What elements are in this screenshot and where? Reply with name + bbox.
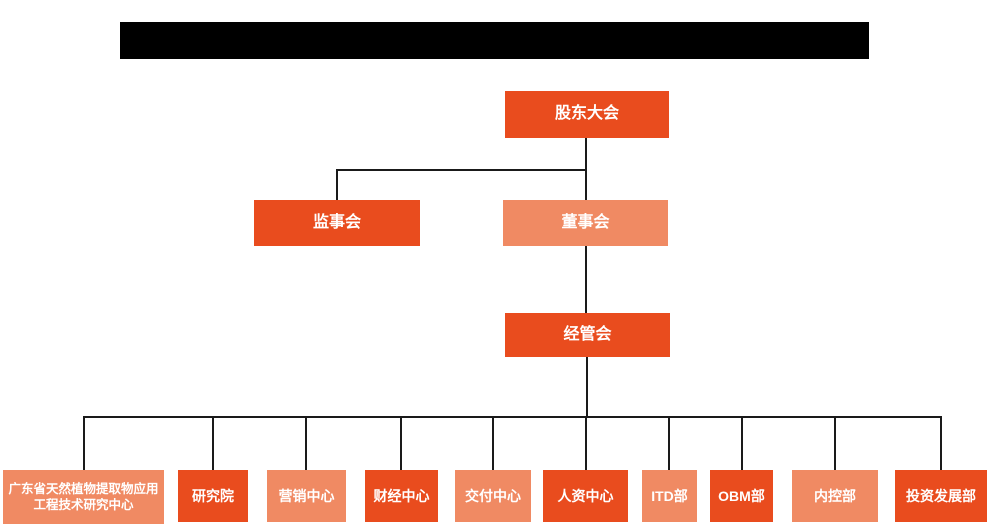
connector-dept-drop-7 bbox=[668, 416, 670, 470]
node-board-of-directors: 董事会 bbox=[503, 200, 668, 246]
connector-dept-drop-2 bbox=[212, 416, 214, 470]
connector-dept-drop-8 bbox=[741, 416, 743, 470]
node-label: 投资发展部 bbox=[906, 487, 976, 504]
node-supervisory-board: 监事会 bbox=[254, 200, 420, 246]
connector-dept-drop-10 bbox=[940, 416, 942, 470]
node-dept-obm: OBM部 bbox=[710, 470, 773, 522]
connector-board-drop bbox=[585, 169, 587, 200]
node-label: 股东大会 bbox=[554, 105, 619, 123]
node-dept-internal-control: 内控部 bbox=[792, 470, 878, 522]
node-label: ITD部 bbox=[651, 487, 688, 504]
node-label: 研究院 bbox=[192, 487, 234, 504]
node-dept-research-institute: 研究院 bbox=[178, 470, 248, 522]
connector-supervisory-drop bbox=[336, 169, 338, 200]
node-label: 经管会 bbox=[563, 325, 612, 343]
node-label: 监事会 bbox=[312, 213, 361, 231]
node-dept-guangdong-research-center: 广东省天然植物提取物应用工程技术研究中心 bbox=[3, 470, 164, 524]
node-label: 董事会 bbox=[561, 213, 610, 231]
connector-root-down bbox=[585, 138, 587, 171]
node-label: 交付中心 bbox=[465, 487, 521, 504]
connector-level2-horizontal bbox=[336, 169, 587, 171]
connector-dept-drop-9 bbox=[834, 416, 836, 470]
node-dept-finance-center: 财经中心 bbox=[365, 470, 438, 522]
node-dept-hr-center: 人资中心 bbox=[543, 470, 628, 522]
node-management-committee: 经管会 bbox=[505, 313, 670, 357]
node-label: 营销中心 bbox=[278, 487, 335, 504]
node-dept-delivery-center: 交付中心 bbox=[455, 470, 531, 522]
node-label: 内控部 bbox=[814, 487, 856, 504]
node-dept-itd: ITD部 bbox=[642, 470, 697, 522]
node-label: 人资中心 bbox=[557, 487, 614, 504]
connector-departments-bus bbox=[84, 416, 942, 418]
connector-management-down bbox=[586, 357, 588, 417]
node-dept-marketing-center: 营销中心 bbox=[267, 470, 346, 522]
connector-dept-drop-5 bbox=[492, 416, 494, 470]
connector-dept-drop-1 bbox=[83, 416, 85, 470]
connector-dept-drop-6 bbox=[585, 416, 587, 470]
node-label: 财经中心 bbox=[373, 487, 430, 504]
node-shareholders-meeting: 股东大会 bbox=[505, 91, 669, 138]
node-label: OBM部 bbox=[718, 487, 765, 504]
connector-dept-drop-4 bbox=[400, 416, 402, 470]
connector-dept-drop-3 bbox=[305, 416, 307, 470]
node-label: 广东省天然植物提取物应用工程技术研究中心 bbox=[8, 481, 159, 512]
redacted-title-bar bbox=[120, 22, 869, 59]
node-dept-investment-development: 投资发展部 bbox=[895, 470, 987, 522]
connector-board-management bbox=[585, 246, 587, 313]
